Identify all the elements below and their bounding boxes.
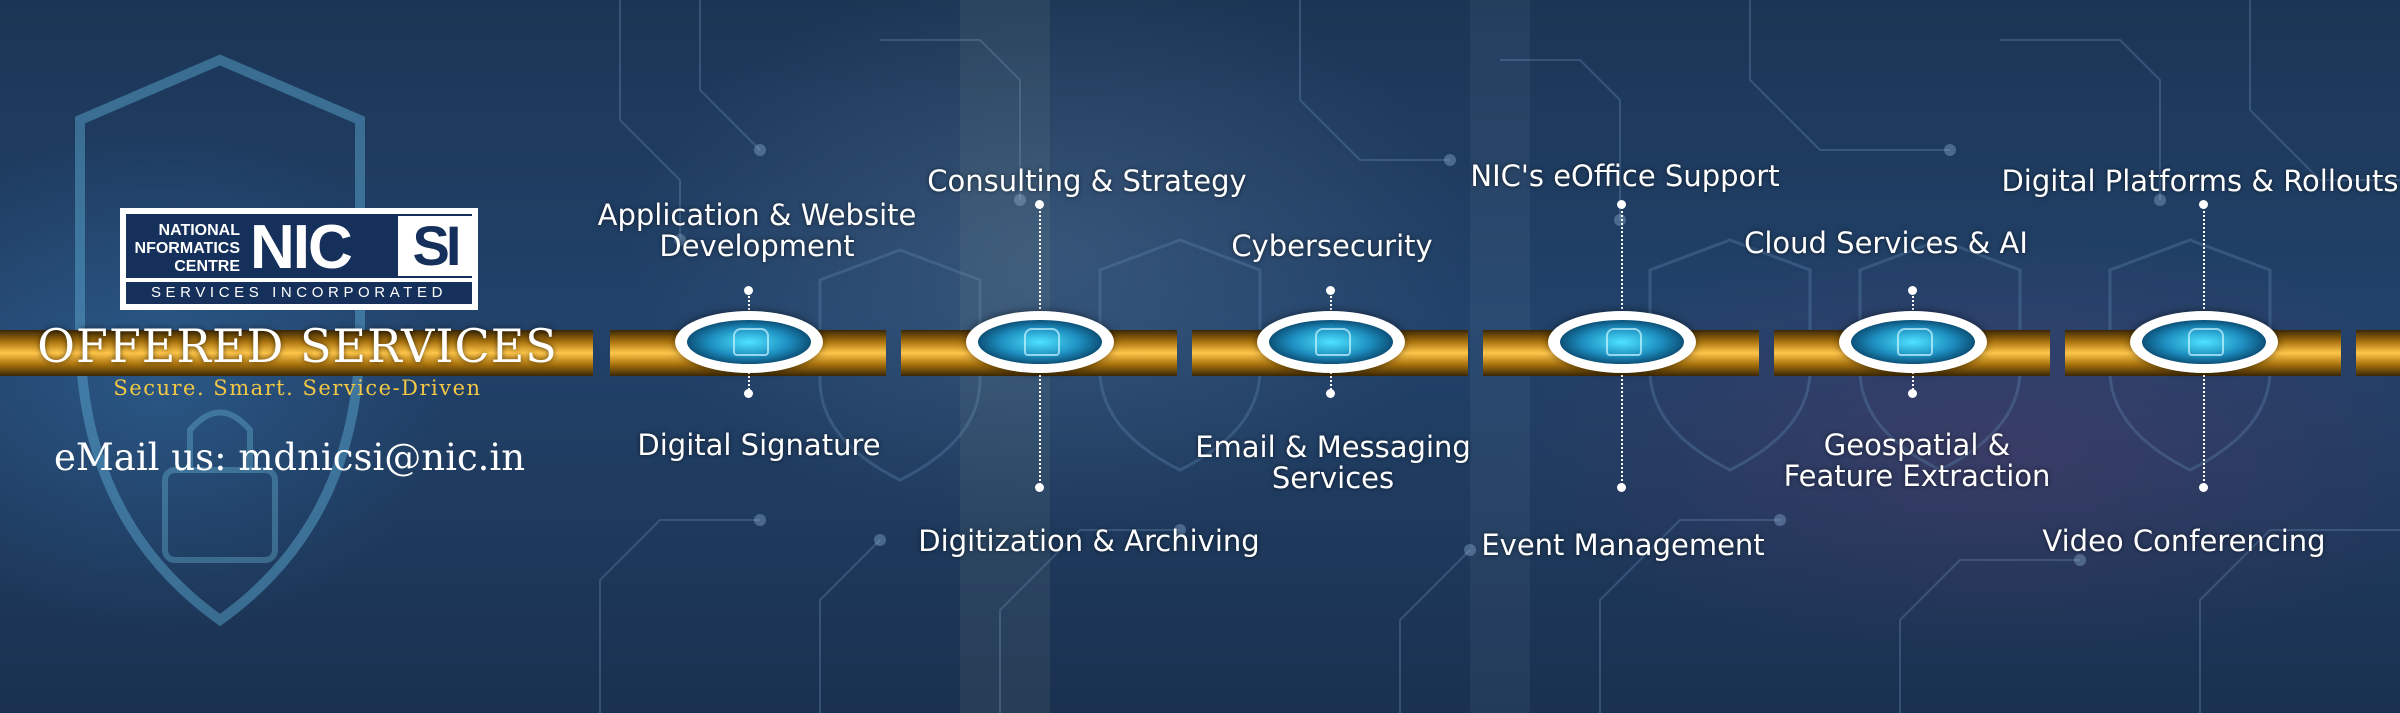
- connector-dot: [744, 286, 753, 295]
- shield-lens-icon: [978, 320, 1102, 364]
- connector-dot: [1908, 389, 1917, 398]
- shield-lens-icon: [687, 320, 811, 364]
- nicsi-logo: NATIONAL NFORMATICS CENTRE NIC SI SERVIC…: [120, 208, 478, 310]
- label-line: Application & Website: [597, 198, 917, 232]
- band-segment: [0, 330, 593, 376]
- label-line: Email & Messaging: [1195, 430, 1471, 464]
- connector-dot: [1035, 483, 1044, 492]
- label-digitization-archiving: Digitization & Archiving: [918, 524, 1260, 558]
- connector-dot: [1326, 389, 1335, 398]
- label-video-conferencing: Video Conferencing: [2042, 524, 2326, 558]
- email-contact-link[interactable]: eMail us: mdnicsi@nic.in: [54, 436, 526, 479]
- service-node-3: [1257, 311, 1405, 373]
- connector-dot: [744, 389, 753, 398]
- label-line: Feature Extraction: [1783, 459, 2051, 493]
- connector-dot: [2199, 200, 2208, 209]
- logo-panel: NATIONAL NFORMATICS CENTRE NIC SI: [126, 213, 472, 282]
- label-geospatial-feature-extraction: Geospatial & Feature Extraction: [1784, 430, 2051, 492]
- logo-mark-si: SI: [398, 216, 472, 276]
- shield-lens-icon: [1560, 320, 1684, 364]
- label-app-website-development: Application & Website Development: [598, 200, 917, 262]
- connector-dot: [1035, 200, 1044, 209]
- connector-dot: [1908, 286, 1917, 295]
- label-line: Geospatial &: [1823, 428, 2011, 462]
- label-cloud-services-ai: Cloud Services & AI: [1744, 226, 2028, 260]
- logo-line-3: CENTRE: [174, 258, 240, 275]
- connector-dot: [1326, 286, 1335, 295]
- label-line: Development: [659, 229, 855, 263]
- label-digital-platforms-rollouts: Digital Platforms & Rollouts: [2001, 164, 2399, 198]
- service-node-2: [966, 311, 1114, 373]
- service-node-1: [675, 311, 823, 373]
- service-node-4: [1548, 311, 1696, 373]
- shield-lens-icon: [1851, 320, 1975, 364]
- logo-line-2: NFORMATICS: [134, 240, 240, 257]
- service-node-6: [2130, 311, 2278, 373]
- shield-lens-icon: [1269, 320, 1393, 364]
- label-consulting-strategy: Consulting & Strategy: [927, 164, 1247, 198]
- shield-lens-icon: [2142, 320, 2266, 364]
- band-segment: [2356, 330, 2400, 376]
- connector-dot: [1617, 483, 1626, 492]
- banner-title: OFFERED SERVICES: [37, 319, 558, 373]
- logo-tagline: SERVICES INCORPORATED: [126, 282, 472, 304]
- label-event-management: Event Management: [1481, 528, 1765, 562]
- label-email-messaging-services: Email & Messaging Services: [1195, 432, 1471, 494]
- service-node-5: [1839, 311, 1987, 373]
- logo-mark-nic: NIC: [250, 213, 353, 282]
- label-eoffice-support: NIC's eOffice Support: [1470, 159, 1780, 193]
- logo-line-1: NATIONAL: [158, 222, 240, 239]
- label-cybersecurity: Cybersecurity: [1231, 229, 1433, 263]
- connector-dot: [2199, 483, 2208, 492]
- connector-dot: [1617, 200, 1626, 209]
- label-line: Services: [1271, 461, 1395, 495]
- banner-subtitle: Secure. Smart. Service-Driven: [113, 376, 482, 400]
- label-digital-signature: Digital Signature: [637, 428, 881, 462]
